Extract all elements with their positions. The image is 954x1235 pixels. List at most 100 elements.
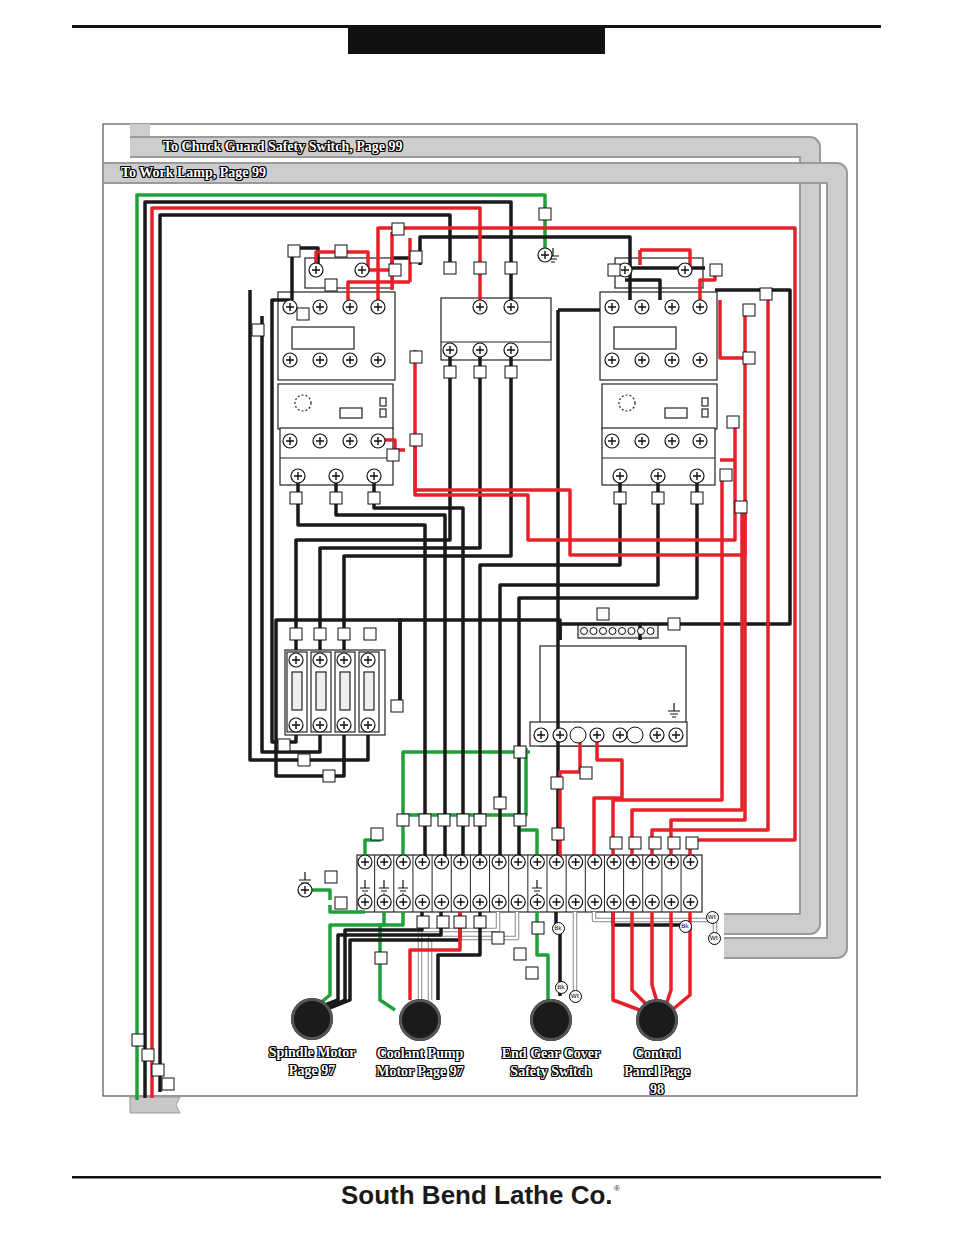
screw-slot <box>316 356 324 364</box>
screw-slot <box>292 656 300 664</box>
terminal-divider <box>566 855 567 912</box>
screw-terminal <box>635 353 649 367</box>
wire-marker <box>298 754 310 766</box>
grommet-caption: End Gear Cover Safety Switch <box>499 1045 603 1081</box>
wire-color-text: Wt <box>710 935 718 941</box>
wire-marker <box>278 739 290 751</box>
terminal-divider <box>585 855 586 912</box>
screw-slot <box>553 858 561 866</box>
screw-slot <box>312 266 320 274</box>
screw-slot <box>667 858 675 866</box>
wire-drawing <box>614 327 676 349</box>
wire-drawing <box>415 440 735 540</box>
screw-terminal <box>550 895 564 909</box>
terminal-divider <box>661 855 662 912</box>
wire-marker <box>526 967 538 979</box>
screw-slot <box>380 898 388 906</box>
screw-slot <box>616 731 624 739</box>
screw-slot <box>438 898 446 906</box>
wire-marker <box>438 814 450 826</box>
wire-marker <box>142 1049 154 1061</box>
wire-drawing <box>335 652 355 732</box>
terminal-divider <box>527 855 528 912</box>
screw-slot <box>361 898 369 906</box>
wire-drawing <box>441 298 551 360</box>
screw-terminal <box>443 343 457 357</box>
screw-terminal <box>343 353 357 367</box>
wire-marker <box>668 837 680 849</box>
wire-marker <box>610 837 622 849</box>
screw-slot <box>533 858 541 866</box>
screw-terminal <box>283 353 297 367</box>
wire-drawing <box>410 912 460 1000</box>
wire-drawing <box>415 350 745 555</box>
screw-terminal <box>377 855 391 869</box>
screw-terminal <box>283 434 297 448</box>
wire-marker <box>162 1078 174 1090</box>
wire-marker <box>419 814 431 826</box>
wire-marker <box>297 308 309 320</box>
screw-terminal <box>454 855 468 869</box>
screw-terminal <box>358 855 372 869</box>
grommet-caption: Coolant Pump Motor Page 97 <box>372 1045 468 1081</box>
wire-color-tag: Wt <box>569 990 582 1003</box>
wire-drawing <box>630 266 705 270</box>
terminal-divider <box>604 855 605 912</box>
screw-terminal <box>684 855 698 869</box>
wire-drawing <box>336 476 445 862</box>
screw-slot <box>418 898 426 906</box>
screw-terminal <box>511 855 525 869</box>
wire-drawing <box>575 912 715 996</box>
wire-marker <box>389 264 401 276</box>
screw-terminal <box>473 343 487 357</box>
wire-drawing <box>702 409 708 417</box>
screw-slot <box>648 898 656 906</box>
screw-terminal <box>473 300 487 314</box>
terminal-divider <box>681 855 682 912</box>
transformer-tap <box>638 628 645 635</box>
screw-slot <box>457 858 465 866</box>
transformer-tap <box>609 628 616 635</box>
terminal-divider <box>642 855 643 912</box>
screw-slot <box>668 303 676 311</box>
screw-slot <box>316 721 324 729</box>
wire-drawing <box>344 350 511 650</box>
wire-marker <box>335 897 347 909</box>
wire-drawing <box>625 280 660 300</box>
wire-drawing <box>420 912 517 1000</box>
screw-slot <box>572 858 580 866</box>
wire-drawing <box>280 457 393 458</box>
screw-terminal <box>377 895 391 909</box>
wire-marker <box>314 628 326 640</box>
wire-drawing <box>600 292 717 380</box>
screw-slot <box>696 437 704 445</box>
screw-terminal <box>530 895 544 909</box>
screw-terminal <box>504 300 518 314</box>
wire-drawing <box>160 215 450 1092</box>
wire-marker <box>743 304 755 316</box>
cable-band-label: To Work Lamp, Page 99 <box>121 165 266 181</box>
screw-slot <box>495 858 503 866</box>
wire-color-tag: Bk <box>679 920 692 933</box>
registered-mark: ® <box>614 1184 620 1193</box>
screw-terminal <box>473 855 487 869</box>
wire-drawing <box>340 672 350 710</box>
wire-drawing <box>285 650 385 735</box>
wire-marker <box>444 366 456 378</box>
screw-terminal <box>343 434 357 448</box>
screw-terminal <box>415 895 429 909</box>
screw-slot <box>316 437 324 445</box>
screw-terminal <box>329 469 343 483</box>
wire-drawing <box>292 327 354 349</box>
wire-marker <box>727 416 739 428</box>
transformer-tap <box>590 628 597 635</box>
screw-slot <box>438 858 446 866</box>
screw-terminal <box>371 300 385 314</box>
screw-terminal <box>492 895 506 909</box>
screw-terminal <box>645 855 659 869</box>
wire-marker <box>288 245 300 257</box>
screw-slot <box>608 303 616 311</box>
screw-slot <box>553 898 561 906</box>
screw-slot <box>374 303 382 311</box>
cable-grommet: Control Panel Page 98 <box>636 999 678 1041</box>
